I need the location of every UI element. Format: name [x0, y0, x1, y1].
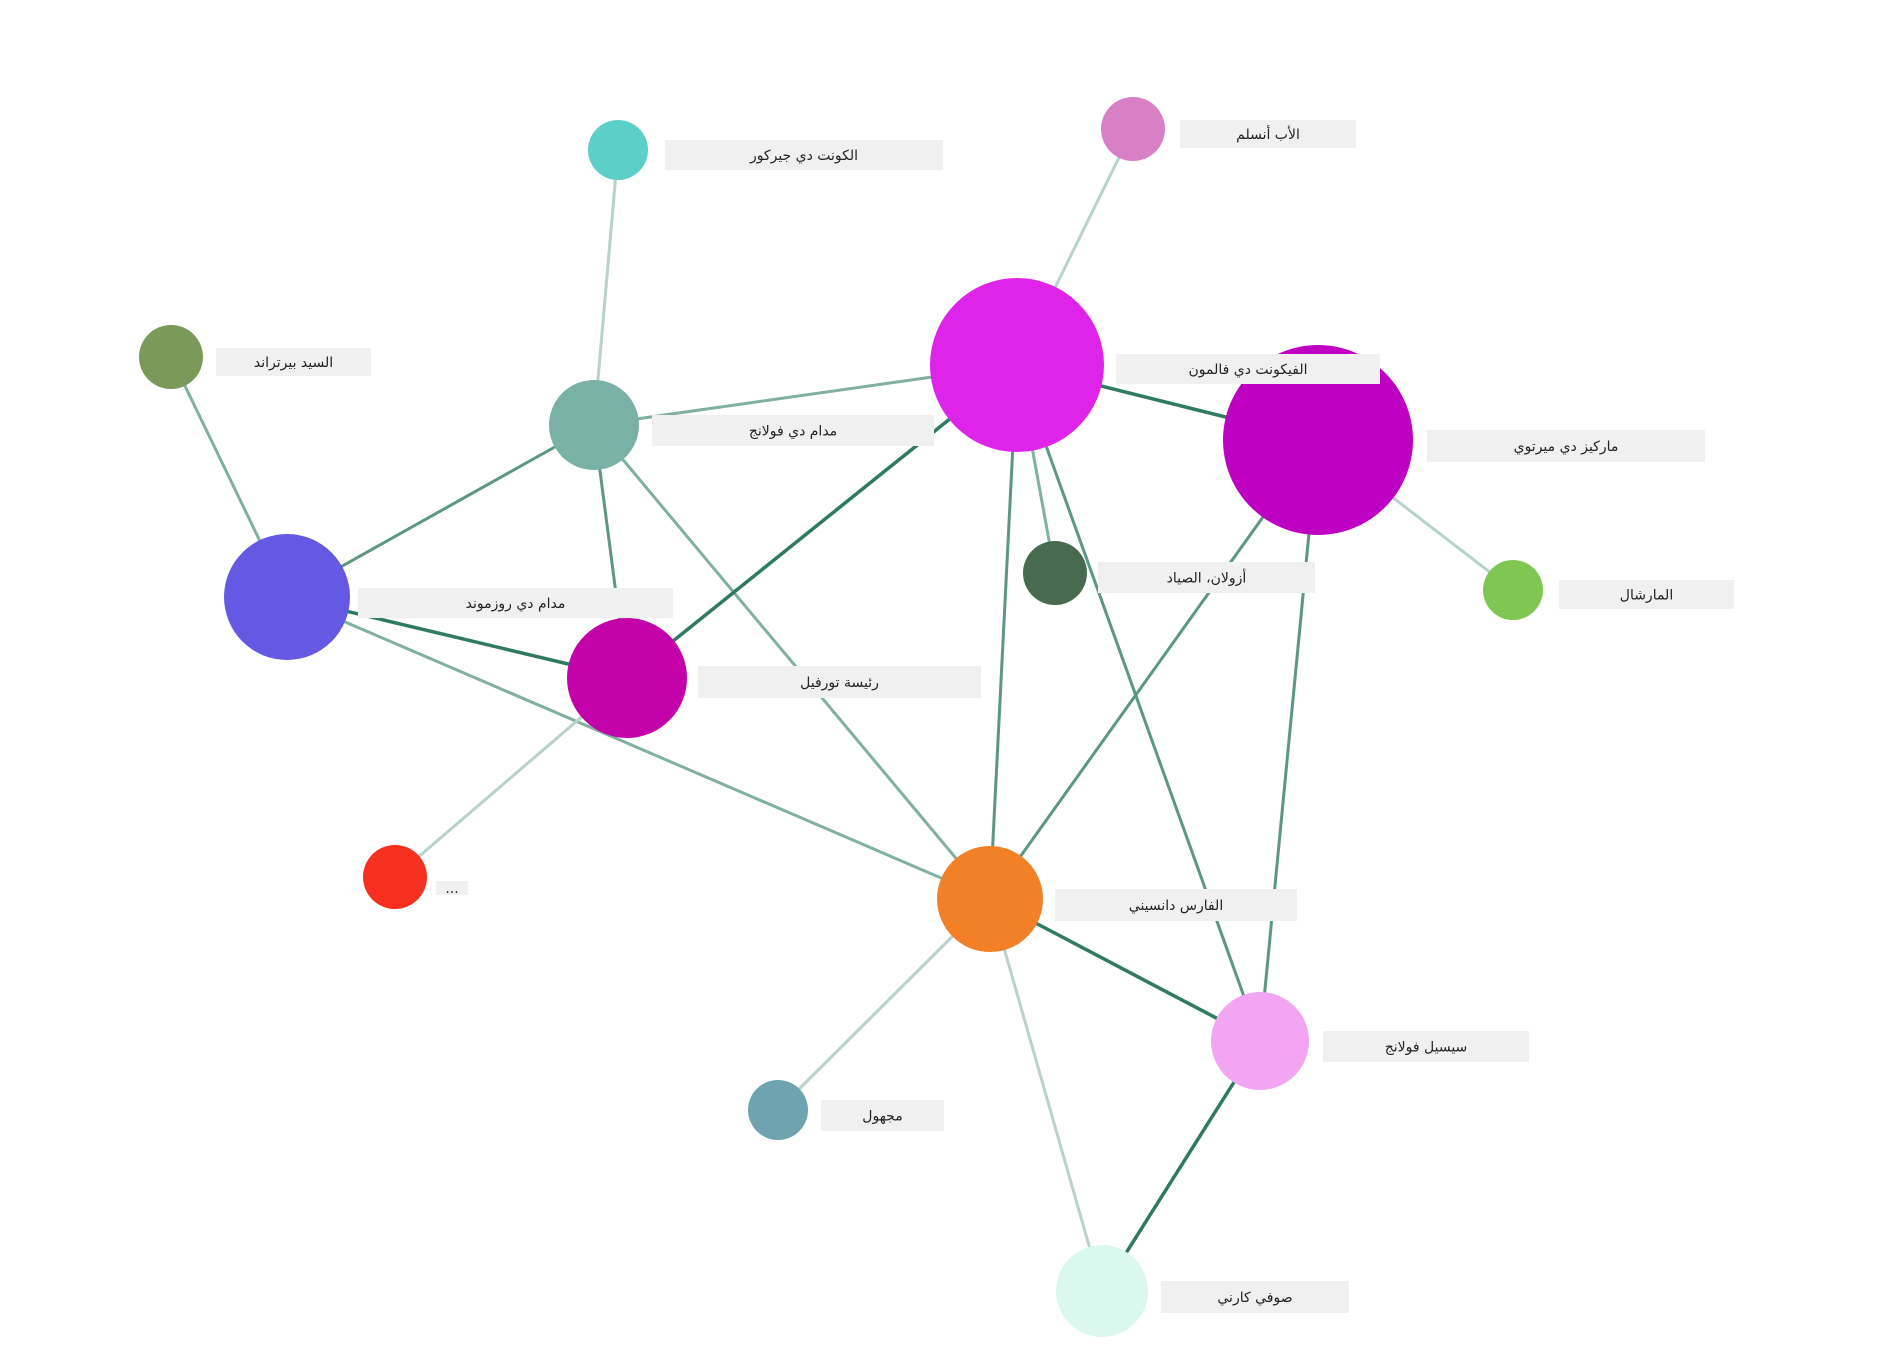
- labels-layer: الكونت دي جيركور الأب أنسلم السيد بيرتراند…: [216, 120, 1734, 1313]
- label-background: [1055, 889, 1297, 921]
- node-valmont[interactable]: [930, 278, 1104, 452]
- node-label-bertrand: السيد بيرتراند: [216, 348, 371, 376]
- edge-valmont-cecile: [1015, 364, 1262, 1042]
- node-label-text: أزولان، الصياد: [1167, 569, 1247, 587]
- node-label-merteuil: ماركيز دي ميرتوي: [1427, 430, 1705, 462]
- node-count[interactable]: [588, 120, 648, 180]
- edge-danceny-sophie: [988, 898, 1104, 1292]
- node-rosemonde[interactable]: [224, 534, 350, 660]
- node-label-rosemonde: مدام دي روزموند: [358, 588, 673, 618]
- node-label-text: الأب أنسلم: [1236, 125, 1300, 143]
- node-label-volanges: مدام دي فولانج: [652, 415, 934, 446]
- node-label-text: مجهول: [862, 1109, 902, 1125]
- node-marechal[interactable]: [1483, 560, 1543, 620]
- label-background: [1180, 120, 1356, 148]
- edge-cecile-sophie: [1100, 1040, 1262, 1292]
- label-background: [1116, 354, 1380, 384]
- node-label-valmont: الفيكونت دي فالمون: [1116, 354, 1380, 384]
- node-abbe[interactable]: [1101, 97, 1165, 161]
- node-unknown[interactable]: [748, 1080, 808, 1140]
- label-background: [1559, 580, 1734, 609]
- node-label-text: المارشال: [1620, 588, 1673, 604]
- edge-volanges-danceny: [592, 424, 992, 900]
- label-background: [1427, 430, 1705, 462]
- node-label-text: مدام دي روزموند: [466, 596, 566, 612]
- node-unknown_red[interactable]: [363, 845, 427, 909]
- node-label-text: الفارس دانسيني: [1129, 898, 1223, 914]
- label-background: [652, 415, 934, 446]
- node-label-tourvel: رئيسة تورفيل: [698, 666, 981, 698]
- node-cecile[interactable]: [1211, 992, 1309, 1090]
- node-label-text: الفيكونت دي فالمون: [1189, 362, 1308, 378]
- node-tourvel[interactable]: [567, 618, 687, 738]
- label-background: [216, 348, 371, 376]
- node-sophie[interactable]: [1056, 1245, 1148, 1337]
- label-background: [698, 666, 981, 698]
- node-merteuil[interactable]: [1223, 345, 1413, 535]
- node-azolan[interactable]: [1023, 541, 1087, 605]
- edge-rosemonde-danceny: [286, 595, 991, 901]
- node-label-count: الكونت دي جيركور: [665, 140, 943, 170]
- node-label-text: رئيسة تورفيل: [800, 675, 879, 691]
- node-volanges[interactable]: [549, 380, 639, 470]
- node-danceny[interactable]: [937, 846, 1043, 952]
- label-background: [1098, 562, 1315, 593]
- nodes-layer: [139, 97, 1543, 1337]
- node-label-abbe: الأب أنسلم: [1180, 120, 1356, 148]
- node-label-text: ...: [445, 881, 458, 897]
- label-background: [1323, 1031, 1529, 1062]
- label-background: [665, 140, 943, 170]
- label-background: [821, 1100, 944, 1131]
- node-label-sophie: صوفي كارني: [1161, 1281, 1349, 1313]
- node-label-cecile: سيسيل فولانج: [1323, 1031, 1529, 1062]
- label-background: [436, 881, 468, 895]
- node-label-unknown_red: ...: [436, 881, 468, 897]
- node-label-azolan: أزولان، الصياد: [1098, 562, 1315, 593]
- node-label-unknown: مجهول: [821, 1100, 944, 1131]
- edge-count-volanges: [592, 149, 620, 426]
- node-label-text: الكونت دي جيركور: [749, 148, 858, 164]
- label-background: [1161, 1281, 1349, 1313]
- edge-valmont-danceny: [988, 364, 1019, 900]
- node-label-text: السيد بيرتراند: [254, 355, 333, 371]
- edge-merteuil-cecile: [1258, 439, 1320, 1042]
- node-label-danceny: الفارس دانسيني: [1055, 889, 1297, 921]
- node-label-marechal: المارشال: [1559, 580, 1734, 609]
- node-label-text: ماركيز دي ميرتوي: [1514, 439, 1619, 455]
- label-background: [358, 588, 673, 618]
- node-label-text: صوفي كارني: [1217, 1290, 1292, 1306]
- node-bertrand[interactable]: [139, 325, 203, 389]
- node-label-text: سيسيل فولانج: [1385, 1040, 1468, 1056]
- node-label-text: مدام دي فولانج: [749, 424, 837, 440]
